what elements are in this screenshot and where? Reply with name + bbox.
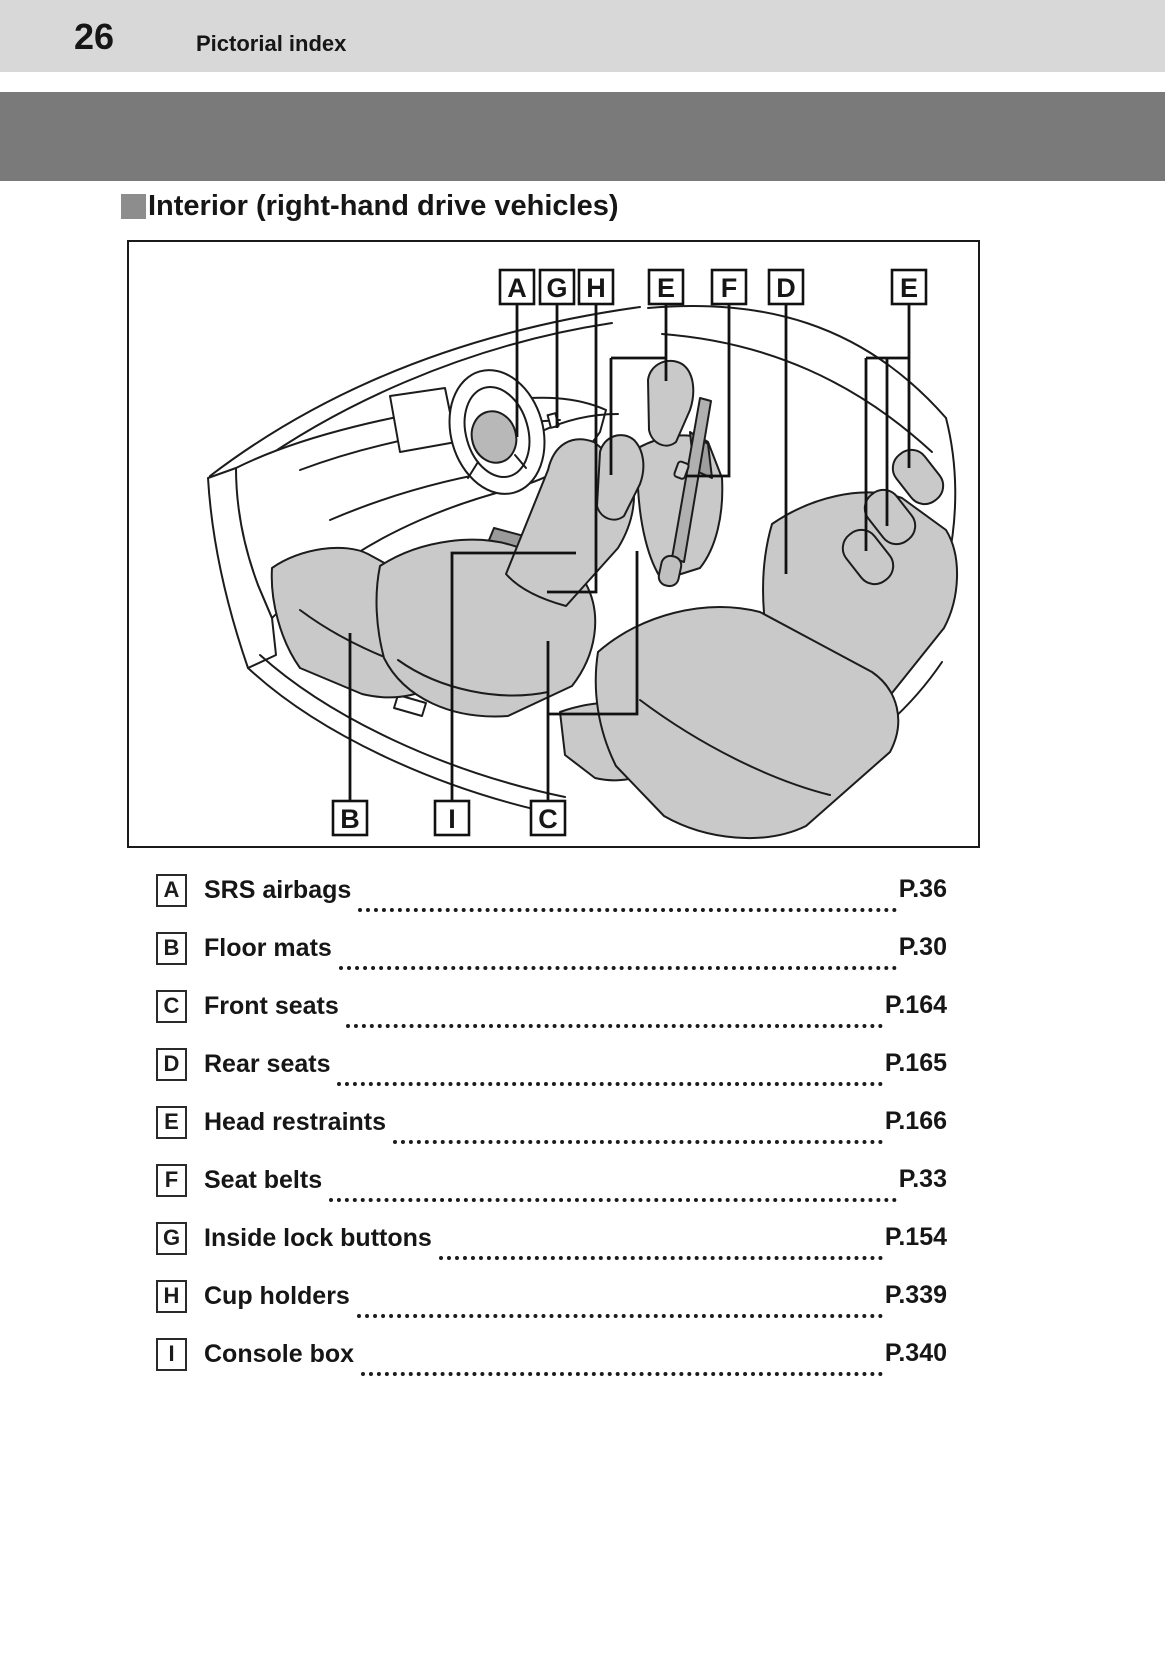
section-title: Pictorial index bbox=[196, 31, 347, 56]
dotted-leader bbox=[358, 907, 897, 912]
rear-head-restraint-left bbox=[841, 528, 895, 586]
index-row-H: H Cup holders P.339 bbox=[156, 1267, 947, 1325]
svg-text:G: G bbox=[546, 273, 567, 303]
index-label: Cup holders bbox=[204, 1281, 350, 1310]
index-label: Console box bbox=[204, 1339, 355, 1368]
seat-belt-buckle bbox=[673, 460, 690, 480]
index-row-D: D Rear seats P.165 bbox=[156, 1035, 947, 1093]
index-label: Head restraints bbox=[204, 1107, 387, 1136]
leader-H bbox=[547, 304, 598, 594]
dotted-leader bbox=[356, 1313, 883, 1318]
index-page-ref: P.165 bbox=[884, 1048, 947, 1077]
leader-lines bbox=[348, 304, 911, 800]
svg-text:I: I bbox=[448, 804, 456, 834]
svg-text:A: A bbox=[507, 273, 527, 303]
svg-text:E: E bbox=[900, 273, 918, 303]
leader-F bbox=[686, 304, 731, 478]
index-row-E: E Head restraints P.166 bbox=[156, 1093, 947, 1151]
dotted-leader bbox=[438, 1255, 883, 1260]
leader-E-rear bbox=[864, 304, 911, 551]
index-letter-box: B bbox=[156, 931, 187, 965]
index-page-ref: P.33 bbox=[898, 1164, 947, 1193]
index-row-G: G Inside lock buttons P.154 bbox=[156, 1209, 947, 1267]
index-label: Rear seats bbox=[204, 1049, 331, 1078]
dotted-leader bbox=[329, 1197, 897, 1202]
index-letter-box: H bbox=[156, 1279, 187, 1313]
car-interior-art bbox=[207, 304, 959, 839]
callout-top-A: A bbox=[498, 268, 536, 306]
dotted-leader bbox=[345, 1023, 883, 1028]
car-outline bbox=[207, 304, 957, 819]
index-letter-box: G bbox=[156, 1221, 187, 1255]
seat-belt bbox=[657, 397, 712, 588]
dotted-leader bbox=[338, 965, 897, 970]
index-letter-box: F bbox=[156, 1163, 187, 1197]
index-page-ref: P.154 bbox=[884, 1222, 947, 1251]
index-row-I: I Console box P.340 bbox=[156, 1325, 947, 1383]
svg-text:H: H bbox=[586, 273, 606, 303]
index-label: Inside lock buttons bbox=[204, 1223, 432, 1252]
srs-airbag-pad bbox=[470, 410, 518, 464]
index-letter-box: I bbox=[156, 1337, 187, 1371]
index-label: Floor mats bbox=[204, 933, 332, 962]
index-page-ref: P.166 bbox=[884, 1106, 947, 1135]
index-letter-box: E bbox=[156, 1105, 187, 1139]
pictorial-index-list: A SRS airbags P.36 B Floor mats P.30 C F… bbox=[156, 861, 947, 1383]
svg-text:C: C bbox=[538, 804, 558, 834]
index-label: Seat belts bbox=[204, 1165, 323, 1194]
dotted-leader bbox=[361, 1371, 883, 1376]
passenger-head-restraint bbox=[596, 434, 645, 521]
index-row-F: F Seat belts P.33 bbox=[156, 1151, 947, 1209]
index-label: Front seats bbox=[204, 991, 339, 1020]
callout-bottom-I: I bbox=[433, 799, 471, 837]
index-page-ref: P.36 bbox=[898, 874, 947, 903]
svg-text:E: E bbox=[657, 273, 675, 303]
index-letter-box: C bbox=[156, 989, 187, 1023]
steering-wheel bbox=[448, 369, 546, 495]
index-page-ref: P.340 bbox=[884, 1338, 947, 1367]
svg-text:D: D bbox=[776, 273, 796, 303]
heading-bullet-square bbox=[121, 193, 146, 219]
callout-top-G: G bbox=[538, 268, 576, 306]
leader-E-front bbox=[609, 304, 668, 475]
index-row-B: B Floor mats P.30 bbox=[156, 919, 947, 977]
index-page-ref: P.30 bbox=[898, 932, 947, 961]
interior-diagram-svg: A G H E F bbox=[127, 240, 980, 848]
index-letter-box: A bbox=[156, 873, 187, 907]
section-banner bbox=[0, 92, 1165, 181]
leader-I bbox=[450, 551, 576, 800]
callout-bottom-B: B bbox=[331, 799, 369, 837]
dashboard-display bbox=[389, 387, 457, 453]
callout-top-H: H bbox=[577, 268, 615, 306]
rear-seat bbox=[594, 448, 959, 839]
callout-top-E-front: E bbox=[647, 268, 685, 306]
dotted-leader bbox=[337, 1081, 883, 1086]
index-label: SRS airbags bbox=[204, 875, 352, 904]
callout-bottom-C: C bbox=[529, 799, 567, 837]
page-number: 26 bbox=[74, 16, 115, 57]
index-page-ref: P.339 bbox=[884, 1280, 947, 1309]
page-header: 26 Pictorial index bbox=[0, 0, 1165, 72]
callout-top-D: D bbox=[767, 268, 805, 306]
index-page-ref: P.164 bbox=[884, 990, 947, 1019]
rear-head-restraint-right bbox=[891, 448, 945, 506]
callout-top-E-rear: E bbox=[890, 268, 928, 306]
rear-head-restraint-middle bbox=[863, 488, 917, 546]
svg-text:F: F bbox=[721, 273, 738, 303]
figure-heading: Interior (right-hand drive vehicles) bbox=[121, 188, 619, 224]
svg-text:B: B bbox=[340, 804, 360, 834]
index-letter-box: D bbox=[156, 1047, 187, 1081]
figure-heading-text: Interior (right-hand drive vehicles) bbox=[148, 189, 619, 222]
callout-boxes: A G H E F bbox=[331, 268, 928, 837]
driver-head-restraint bbox=[647, 359, 695, 447]
leader-C bbox=[546, 551, 639, 800]
callout-top-F: F bbox=[710, 268, 748, 306]
passenger-seat bbox=[375, 434, 645, 718]
index-row-A: A SRS airbags P.36 bbox=[156, 861, 947, 919]
dotted-leader bbox=[393, 1139, 883, 1144]
index-row-C: C Front seats P.164 bbox=[156, 977, 947, 1035]
interior-diagram-figure: A G H E F bbox=[127, 240, 980, 848]
